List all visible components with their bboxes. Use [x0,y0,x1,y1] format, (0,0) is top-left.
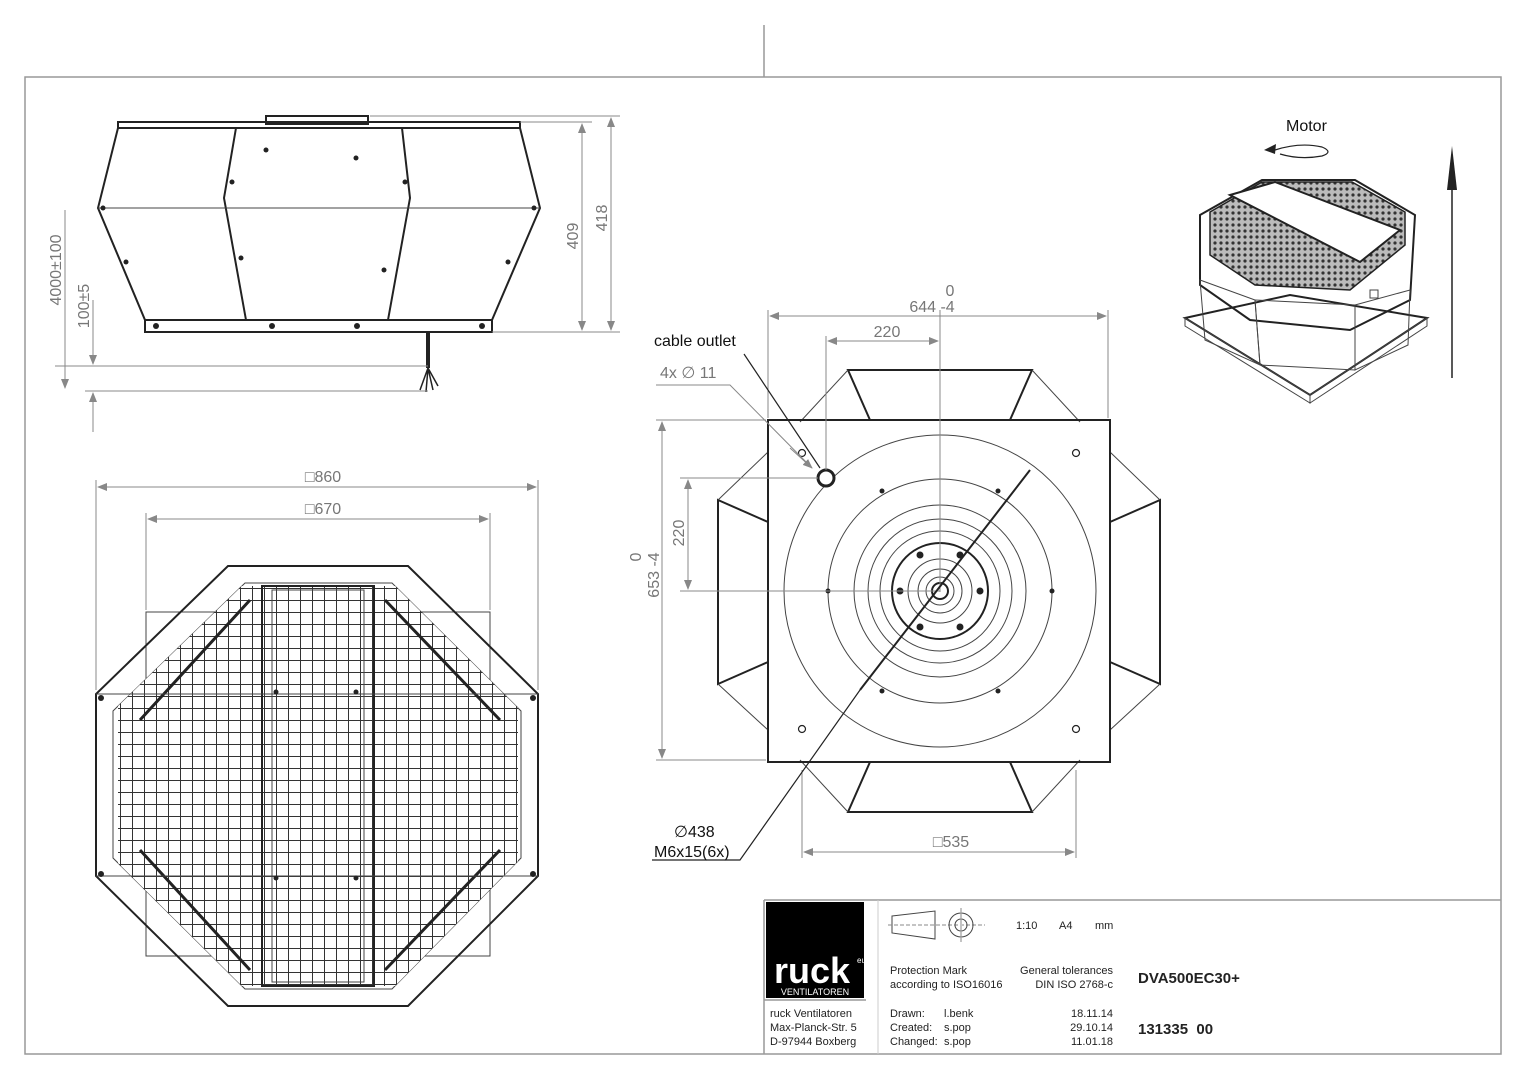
title-block [763,899,1501,1054]
logo-text: ruck [774,950,851,991]
tolerance-1: General tolerances [1020,965,1113,977]
company-street: Max-Planck-Str. 5 [770,1022,857,1034]
sheet-frame [24,25,1502,1055]
dim-0-left: 0 [628,552,645,561]
logo-sub: VENTILATOREN [781,987,849,997]
dim-100: 100±5 [76,284,93,328]
motor-rotation-arrow [1264,144,1329,159]
label-cable-outlet: cable outlet [654,333,736,350]
side-view [96,115,542,393]
dim-4000: 4000±100 [48,234,65,305]
drawn-label: Drawn: [890,1008,925,1020]
dim-670: □670 [305,501,341,518]
company-logo [766,902,864,998]
dim-418: 418 [594,205,611,232]
dim-220-left: 220 [671,520,688,547]
paper-size: A4 [1059,920,1072,932]
dim-220-top: 220 [874,324,901,341]
dim-holes: 4x ∅ 11 [660,365,716,382]
changed-date: 11.01.18 [1071,1036,1113,1048]
unit: mm [1095,920,1113,932]
scale: 1:10 [1016,920,1037,932]
plan-view-dimensions [652,310,1109,861]
part-number: 131335 00 [1138,1021,1213,1038]
protection-mark-1: Protection Mark [890,965,968,977]
protection-mark-2: according to ISO16016 [890,979,1003,991]
drawn-by: l.benk [944,1008,974,1020]
top-view [95,565,539,1007]
created-by: s.pop [944,1022,971,1034]
created-date: 29.10.14 [1070,1022,1113,1034]
dim-438: ∅438 [674,824,715,841]
drawn-date: 18.11.14 [1071,1008,1113,1020]
company-city: D-97944 Boxberg [770,1036,856,1048]
dim-m6: M6x15(6x) [654,844,730,861]
projection-symbol [888,908,985,942]
top-view-dimensions [95,480,539,690]
dim-0-top: 0 [946,283,955,300]
changed-by: s.pop [944,1036,971,1048]
dim-409: 409 [565,223,582,250]
created-label: Created: [890,1022,932,1034]
side-view-dimensions [55,115,620,432]
dim-644: 644 -4 [909,299,954,316]
isometric-view [1182,179,1430,404]
cable-outlet-fitting [816,468,836,488]
airflow-arrow [1447,146,1457,378]
dim-535: □535 [933,834,969,851]
logo-sup: eu [857,956,866,965]
label-motor: Motor [1286,118,1328,135]
changed-label: Changed: [890,1036,938,1048]
dim-653: 653 -4 [646,552,663,597]
model-number: DVA500EC30+ [1138,970,1240,987]
tolerance-2: DIN ISO 2768-c [1035,979,1113,991]
plan-view [680,310,1161,813]
company-name: ruck Ventilatoren [770,1008,852,1020]
dim-860: □860 [305,469,341,486]
